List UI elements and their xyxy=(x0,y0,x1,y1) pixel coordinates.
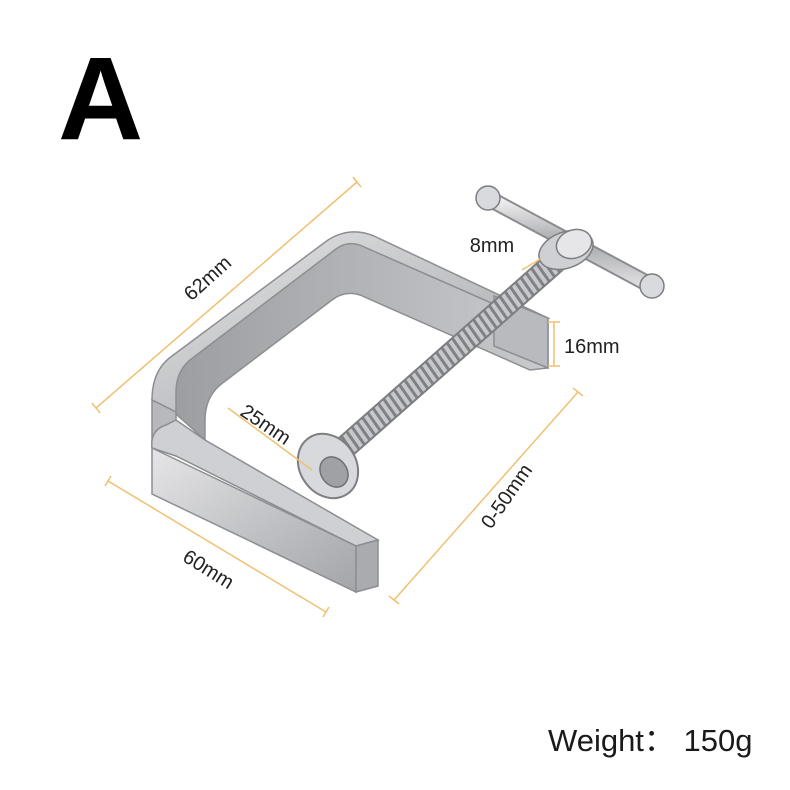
clamp-frame xyxy=(151,231,551,594)
t-handle xyxy=(475,185,665,299)
dimension-label-arm-thickness: 16mm xyxy=(564,336,620,358)
weight-text: Weight： 150g xyxy=(548,723,753,758)
dimension-label-frame-length: 62mm xyxy=(180,252,236,306)
variant-label: A xyxy=(58,33,144,165)
dimension-line-8 xyxy=(521,257,543,271)
dimension-lines xyxy=(91,176,584,618)
dimension-line-62 xyxy=(95,181,358,409)
dimension-line-50 xyxy=(393,391,579,601)
dimension-label-screw-diameter: 8mm xyxy=(470,235,514,257)
dimension-label-pad-diameter: 25mm xyxy=(236,400,294,449)
clamp-screw xyxy=(296,250,567,500)
dimension-line-60 xyxy=(107,480,327,613)
dimension-line-25 xyxy=(227,407,313,471)
